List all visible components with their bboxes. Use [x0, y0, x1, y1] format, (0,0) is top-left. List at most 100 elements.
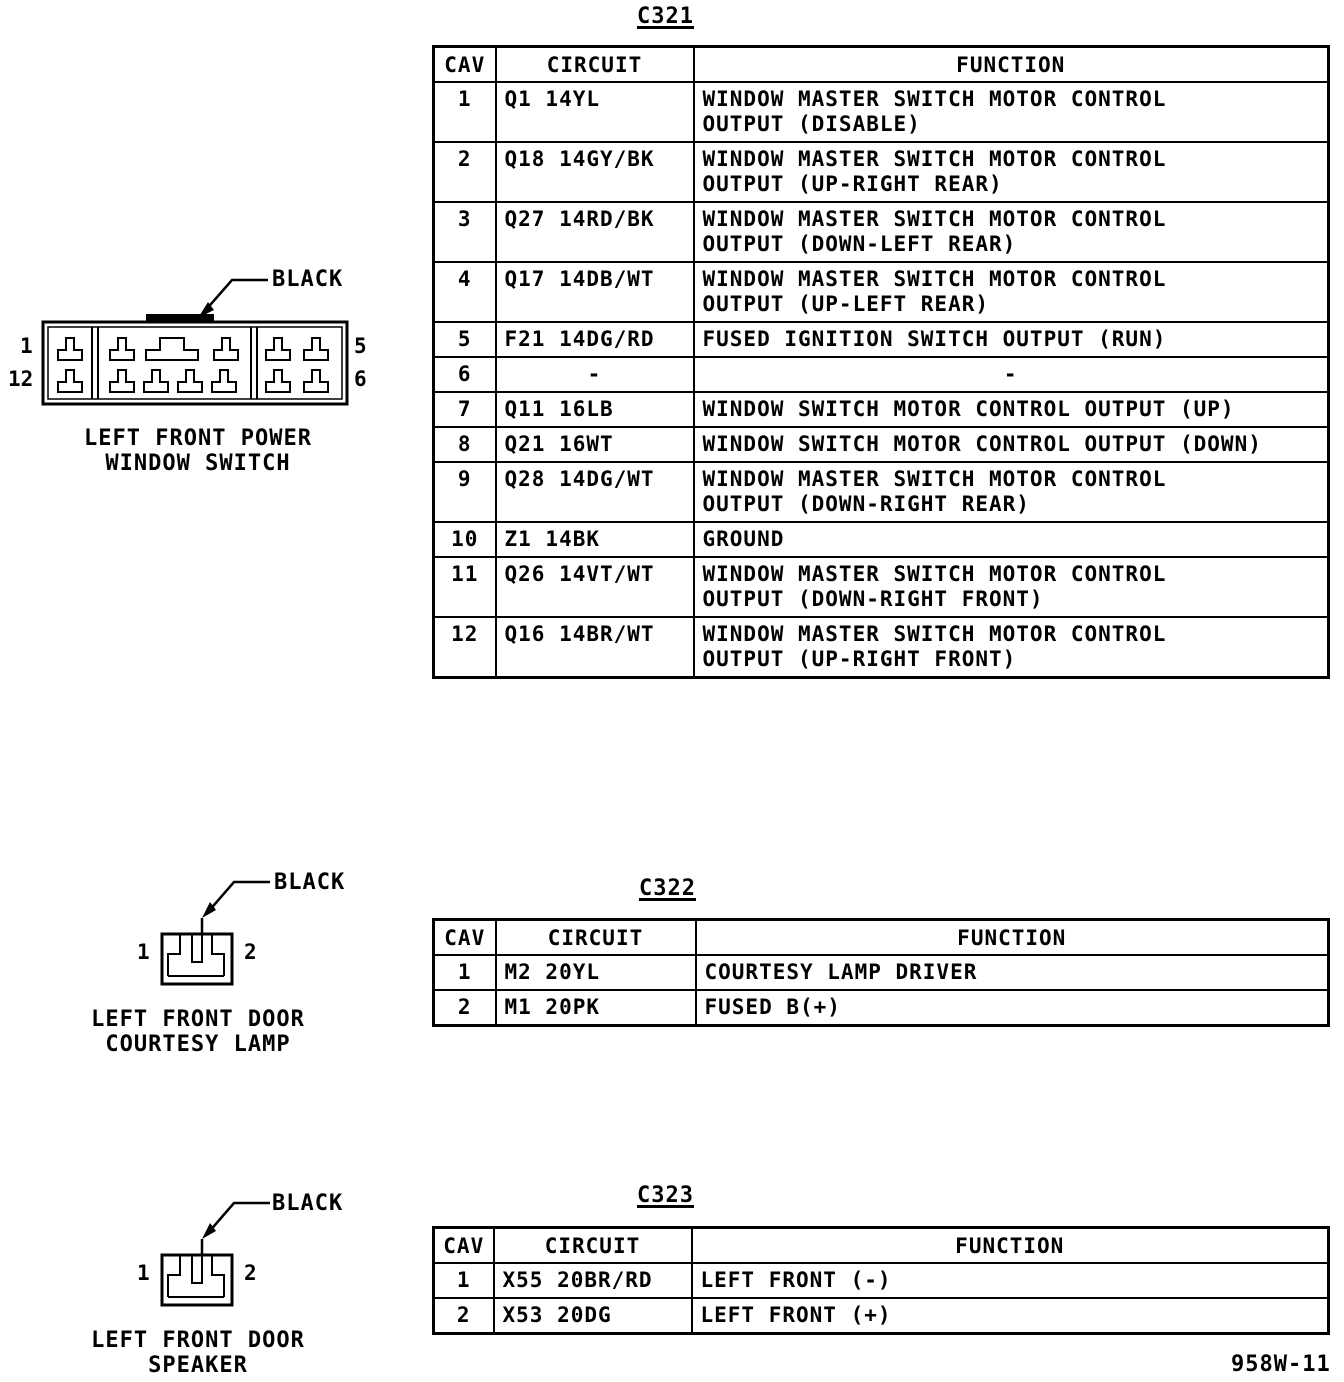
c323-color-label: BLACK — [272, 1191, 344, 1216]
cav-cell: 1 — [432, 81, 497, 143]
header-cav: CAV — [432, 1226, 495, 1264]
function-line: WINDOW MASTER SWITCH MOTOR CONTROL — [702, 87, 1167, 111]
function-line: WINDOW MASTER SWITCH MOTOR CONTROL — [702, 267, 1167, 291]
function-line: WINDOW SWITCH MOTOR CONTROL OUTPUT (DOWN… — [702, 432, 1262, 456]
cav-cell: 11 — [432, 556, 497, 618]
c322-pin-label-2: 2 — [244, 940, 257, 964]
function-line: OUTPUT (UP-LEFT REAR) — [702, 292, 990, 316]
cav-cell: 3 — [432, 201, 497, 263]
function-cell: WINDOW SWITCH MOTOR CONTROL OUTPUT (DOWN… — [692, 426, 1330, 463]
function-cell: - — [692, 356, 1330, 393]
circuit-cell: Q17 14DB/WT — [494, 261, 695, 323]
cav-cell: 10 — [432, 521, 497, 558]
function-cell: COURTESY LAMP DRIVER — [694, 954, 1330, 991]
function-line: LEFT FRONT (+) — [700, 1303, 892, 1327]
function-cell: LEFT FRONT (-) — [690, 1262, 1330, 1299]
c322-title: C322 — [639, 876, 696, 901]
table-header-row: CAV CIRCUIT FUNCTION — [432, 1226, 1330, 1264]
circuit-cell: - — [494, 356, 695, 393]
header-function: FUNCTION — [692, 45, 1330, 83]
cav-cell: 9 — [432, 461, 497, 523]
cav-cell: 12 — [432, 616, 497, 679]
cav-cell: 4 — [432, 261, 497, 323]
header-circuit: CIRCUIT — [494, 45, 695, 83]
function-line: OUTPUT (DISABLE) — [702, 112, 921, 136]
circuit-cell: Q11 16LB — [494, 391, 695, 428]
circuit-cell: X55 20BR/RD — [492, 1262, 693, 1299]
function-line: - — [1003, 362, 1018, 386]
header-function: FUNCTION — [694, 918, 1330, 956]
circuit-cell: Z1 14BK — [494, 521, 695, 558]
cav-cell: 1 — [432, 1262, 495, 1299]
function-line: OUTPUT (DOWN-LEFT REAR) — [702, 232, 1017, 256]
function-line: WINDOW MASTER SWITCH MOTOR CONTROL — [702, 562, 1167, 586]
cav-cell: 1 — [432, 954, 497, 991]
circuit-cell: Q21 16WT — [494, 426, 695, 463]
function-cell: FUSED IGNITION SWITCH OUTPUT (RUN) — [692, 321, 1330, 358]
function-line: FUSED B(+) — [704, 995, 841, 1019]
function-cell: WINDOW SWITCH MOTOR CONTROL OUTPUT (UP) — [692, 391, 1330, 428]
function-line: OUTPUT (DOWN-RIGHT FRONT) — [702, 587, 1044, 611]
function-line: OUTPUT (UP-RIGHT REAR) — [702, 172, 1003, 196]
c323-title: C323 — [637, 1183, 694, 1208]
drawing-code: 958W-11 — [1231, 1352, 1331, 1377]
header-circuit: CIRCUIT — [494, 918, 697, 956]
function-cell: GROUND — [692, 521, 1330, 558]
cav-cell: 2 — [432, 141, 497, 203]
function-line: WINDOW MASTER SWITCH MOTOR CONTROL — [702, 622, 1167, 646]
cav-cell: 2 — [432, 989, 497, 1027]
function-line: WINDOW MASTER SWITCH MOTOR CONTROL — [702, 147, 1167, 171]
cav-cell: 7 — [432, 391, 497, 428]
function-line: WINDOW MASTER SWITCH MOTOR CONTROL — [702, 207, 1167, 231]
header-circuit: CIRCUIT — [492, 1226, 693, 1264]
cav-cell: 6 — [432, 356, 497, 393]
circuit-cell: Q16 14BR/WT — [494, 616, 695, 679]
c322-connector-face-icon — [160, 880, 270, 986]
c321-color-label: BLACK — [272, 267, 344, 292]
function-line: FUSED IGNITION SWITCH OUTPUT (RUN) — [702, 327, 1167, 351]
c321-pin-label-5: 5 — [354, 334, 367, 358]
circuit-cell: Q1 14YL — [494, 81, 695, 143]
function-line: GROUND — [702, 527, 785, 551]
function-line: OUTPUT (UP-RIGHT FRONT) — [702, 647, 1017, 671]
circuit-cell: M2 20YL — [494, 954, 697, 991]
function-line: COURTESY LAMP DRIVER — [704, 960, 978, 984]
circuit-cell: Q28 14DG/WT — [494, 461, 695, 523]
table-header-row: CAV CIRCUIT FUNCTION — [432, 45, 1330, 83]
c323-pin-label-1: 1 — [137, 1261, 150, 1285]
c323-pin-label-2: 2 — [244, 1261, 257, 1285]
cav-cell: 5 — [432, 321, 497, 358]
c321-pin-label-6: 6 — [354, 367, 367, 391]
circuit-cell: M1 20PK — [494, 989, 697, 1027]
c322-connector-name: LEFT FRONT DOOR COURTESY LAMP — [91, 1007, 305, 1057]
table-header-row: CAV CIRCUIT FUNCTION — [432, 918, 1330, 956]
c322-pin-label-1: 1 — [137, 940, 150, 964]
circuit-cell: Q26 14VT/WT — [494, 556, 695, 618]
cav-cell: 2 — [432, 1297, 495, 1335]
table-row: 6-- — [432, 356, 1330, 393]
header-cav: CAV — [432, 918, 497, 956]
c321-connector-face-icon — [41, 278, 349, 406]
